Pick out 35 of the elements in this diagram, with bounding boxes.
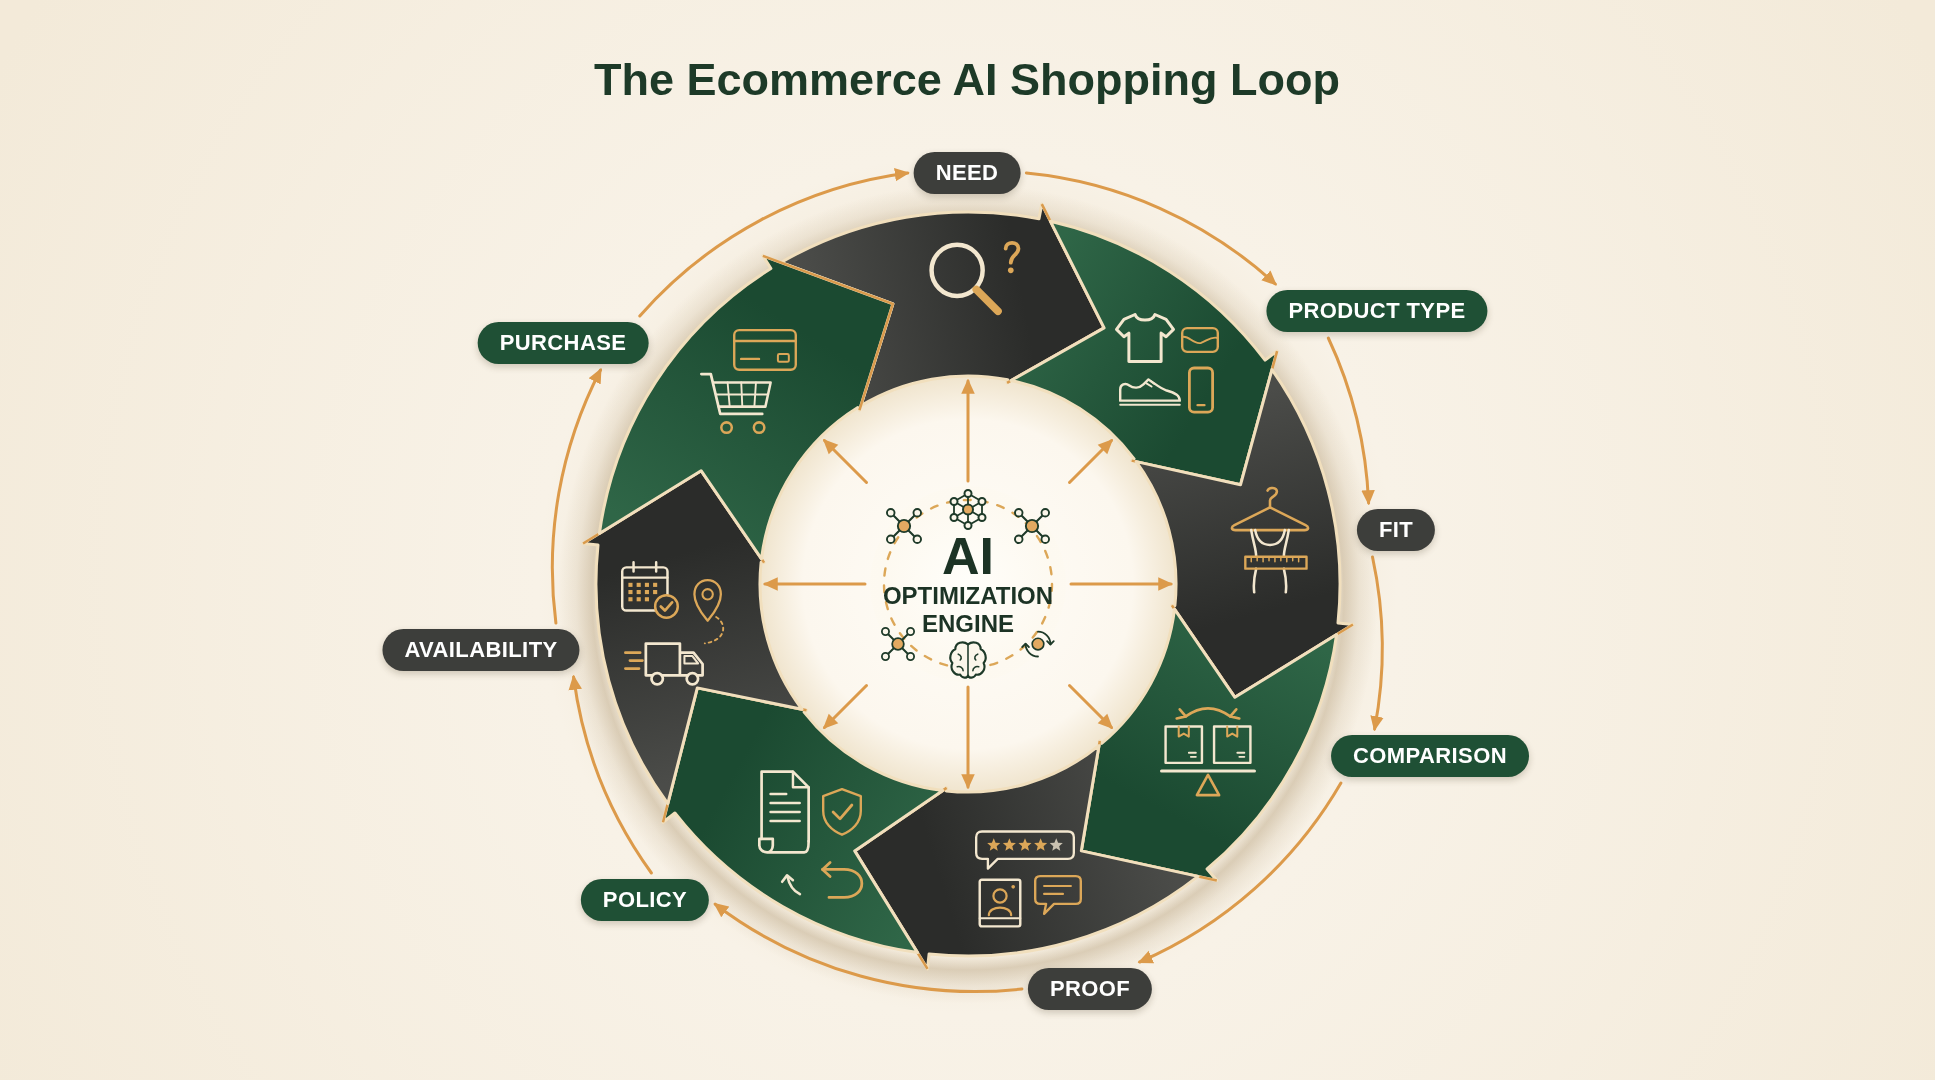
engine-name: OPTIMIZATION ENGINE xyxy=(881,582,1055,638)
stage-pill xyxy=(580,879,710,921)
stage-pill xyxy=(1356,509,1436,551)
curved-arrow xyxy=(1137,781,1343,964)
radial-arrow xyxy=(1068,438,1114,484)
curved-arrow xyxy=(550,367,602,625)
stage-pill xyxy=(1331,735,1529,777)
stage-name: POLICY xyxy=(602,889,688,911)
radial-arrow xyxy=(1068,684,1114,730)
curved-arrow xyxy=(1326,336,1375,506)
radial-arrow xyxy=(822,684,868,730)
radial-arrow xyxy=(1069,577,1174,591)
stage-pill xyxy=(1027,968,1153,1010)
stage-pill xyxy=(913,152,1021,194)
stage-name: PROOF xyxy=(1049,978,1131,1000)
curved-arrow xyxy=(713,902,1024,993)
radial-arrow xyxy=(961,378,975,483)
diagram-title: The Ecommerce AI Shopping Loop xyxy=(594,54,1340,106)
stage-pill xyxy=(477,322,649,364)
curved-arrow xyxy=(569,674,653,875)
curved-arrow xyxy=(1369,555,1384,732)
radial-arrow xyxy=(822,438,868,484)
curved-arrow xyxy=(638,168,910,318)
stage-name: FIT xyxy=(1378,519,1414,541)
stage-pill xyxy=(382,629,580,671)
stage-pill xyxy=(1266,290,1488,332)
curved-arrow xyxy=(1024,171,1278,286)
radial-arrow xyxy=(961,685,975,790)
stage-name: AVAILABILITY xyxy=(404,639,558,661)
radial-arrow xyxy=(762,577,867,591)
stage-name: NEED xyxy=(935,162,999,184)
stage-name: COMPARISON xyxy=(1353,745,1507,767)
engine-heading: AI xyxy=(942,530,994,583)
stage-name: PURCHASE xyxy=(499,332,627,354)
stage-name: PRODUCT TYPE xyxy=(1288,300,1466,322)
